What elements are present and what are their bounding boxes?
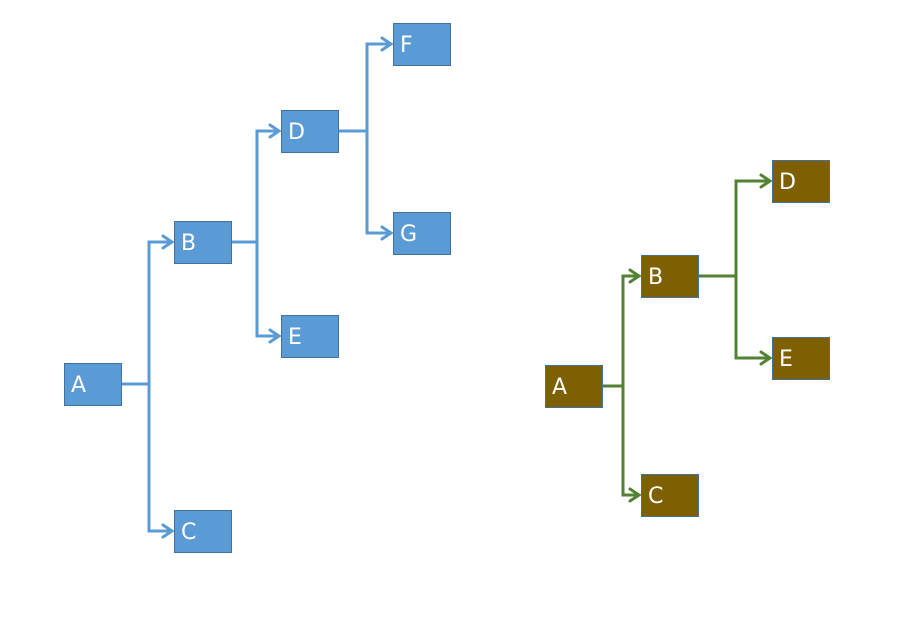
arrowhead-icon <box>759 173 773 189</box>
node-label: D <box>779 170 796 195</box>
node-label: E <box>288 325 302 350</box>
node-box <box>281 110 339 153</box>
node-F: F <box>393 23 451 66</box>
node-label: B <box>648 265 663 290</box>
node-B: B <box>641 255 699 298</box>
arrowhead-icon <box>759 350 773 366</box>
node-box <box>174 510 232 553</box>
node-G: G <box>393 212 451 255</box>
node-label: G <box>400 222 417 247</box>
arrowhead-icon <box>268 123 282 139</box>
node-A: A <box>545 365 603 408</box>
node-box <box>174 221 232 264</box>
arrowhead-icon <box>380 225 394 241</box>
node-C: C <box>174 510 232 553</box>
blue-tree: A B C D E F G <box>64 23 451 553</box>
node-box <box>772 160 830 203</box>
node-label: D <box>288 120 305 145</box>
node-box <box>393 23 451 66</box>
node-label: F <box>400 33 413 58</box>
node-E: E <box>772 337 830 380</box>
node-label: B <box>181 231 196 256</box>
node-label: A <box>552 375 567 400</box>
node-box <box>545 365 603 408</box>
node-label: A <box>71 373 86 398</box>
node-box <box>393 212 451 255</box>
node-B: B <box>174 221 232 264</box>
node-D: D <box>281 110 339 153</box>
node-box <box>64 363 122 406</box>
node-C: C <box>641 474 699 517</box>
node-box <box>641 474 699 517</box>
node-D: D <box>772 160 830 203</box>
arrowhead-icon <box>161 234 175 250</box>
node-label: E <box>779 347 793 372</box>
brown-tree: A B C D E <box>545 160 830 517</box>
node-box <box>772 337 830 380</box>
arrowhead-icon <box>628 268 642 284</box>
node-box <box>281 315 339 358</box>
arrowhead-icon <box>628 487 642 503</box>
node-label: C <box>648 484 663 509</box>
arrowhead-icon <box>161 523 175 539</box>
node-E: E <box>281 315 339 358</box>
node-A: A <box>64 363 122 406</box>
node-box <box>641 255 699 298</box>
arrowhead-icon <box>268 328 282 344</box>
node-label: C <box>181 520 196 545</box>
arrowhead-icon <box>380 36 394 52</box>
